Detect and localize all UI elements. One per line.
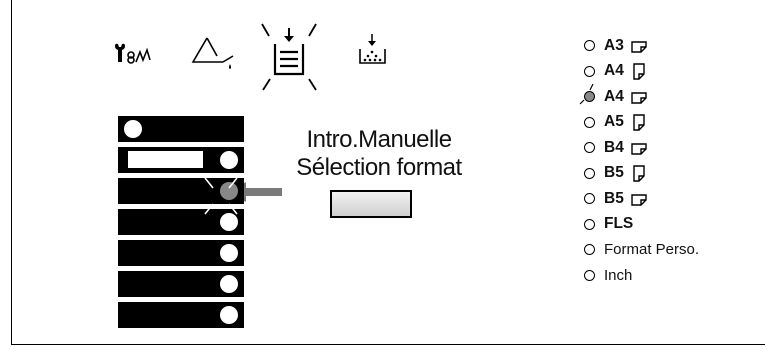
size-label: FLS [604,215,634,233]
size-item-fls: FLS [584,212,699,238]
paper-tray-icon [261,23,317,91]
size-led [584,218,595,230]
toner-icon [359,34,386,64]
landscape-sheet-icon [631,41,647,53]
size-label: B5 [604,189,624,207]
blink-rays-icon [579,83,594,105]
tray-4 [118,209,244,235]
landscape-sheet-icon [631,92,647,104]
tray-led [124,120,142,138]
size-item-b4-landscape: B4 [584,135,699,161]
manual-feed-format-button[interactable] [330,190,412,218]
size-label: A5 [604,113,624,131]
size-led [584,40,595,52]
size-led [584,193,595,205]
tray-led [220,151,238,169]
size-item-a3-landscape: A3 [584,33,699,59]
size-led [584,65,595,77]
tray-blink-rays-icon [204,177,238,215]
size-label: B4 [604,138,624,156]
portrait-sheet-icon [633,114,645,131]
callout-line-2: Sélection format [296,154,462,181]
size-label: Format Perso. [604,241,700,259]
tray-7 [118,302,244,328]
paper-sheet [128,151,203,168]
size-led-blinking [584,91,595,103]
size-label: A4 [604,62,624,80]
size-item-b5-portrait: B5 [584,161,699,187]
size-led [584,142,595,154]
tray-led [220,244,238,262]
portrait-sheet-icon [633,63,645,80]
tray-led-blinking [220,182,238,200]
size-item-a4-portrait: A4 [584,59,699,85]
size-item-format-perso: Format Perso. [584,237,699,263]
size-label: B5 [604,164,624,182]
tray-3 [118,178,244,204]
size-label: Inch [604,266,633,284]
warning-triangle-icon [191,37,234,69]
size-led [584,167,595,179]
tray-led [220,306,238,324]
wrench-icon [115,43,151,64]
control-panel-diagram: Intro.Manuelle Sélection format [11,0,765,345]
size-label: A3 [604,36,624,54]
size-item-b5-landscape: B5 [584,186,699,212]
callout-line-1: Intro.Manuelle [306,126,452,153]
tray-2 [118,147,244,173]
tray-1 [118,116,244,142]
size-led [584,244,595,256]
tray-led [220,213,238,231]
size-item-inch: Inch [584,263,699,289]
landscape-sheet-icon [631,143,647,155]
size-item-a5-portrait: A5 [584,110,699,136]
size-led [584,269,595,281]
tray-6 [118,271,244,297]
landscape-sheet-icon [631,194,647,206]
tray-led [220,275,238,293]
size-led [584,116,595,128]
size-label: A4 [604,87,624,105]
tray-stack [118,116,244,333]
portrait-sheet-icon [633,165,645,182]
size-item-a4-landscape: A4 [579,83,699,110]
tray-5 [118,240,244,266]
paper-size-list: A3 A4 A4 A5 B4 B5 [579,33,699,289]
